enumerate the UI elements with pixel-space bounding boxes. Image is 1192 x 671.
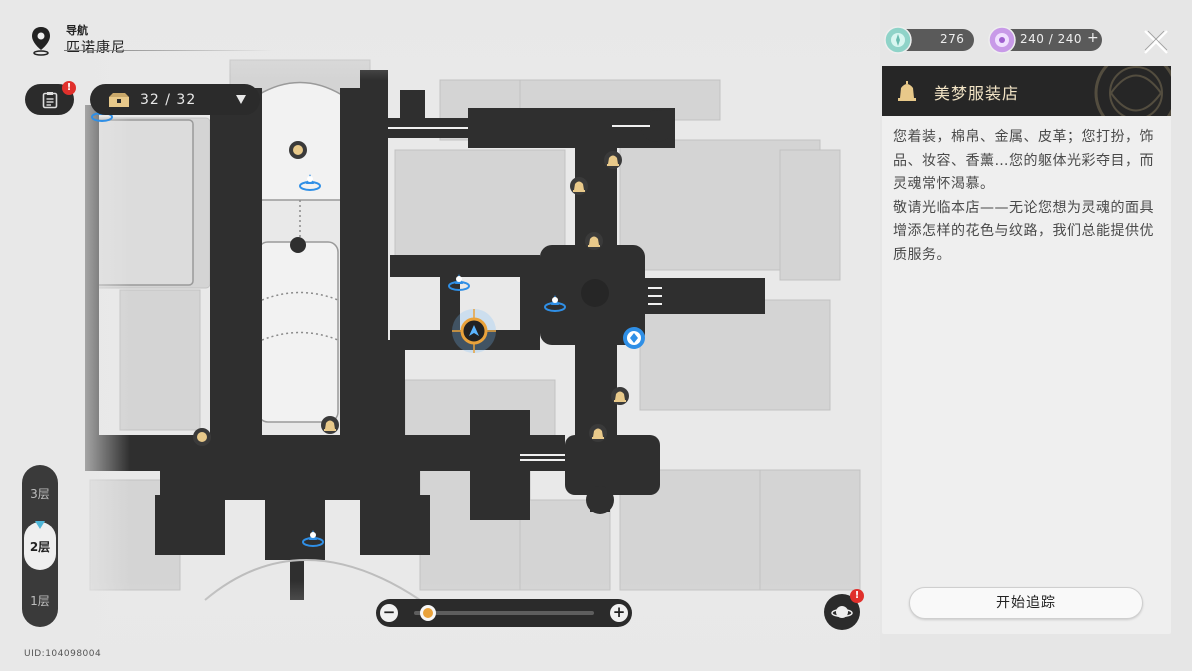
region-emblem-icon [1094,66,1171,116]
zoom-control: − + [376,599,632,627]
user-id: UID:104098004 [24,649,102,659]
panel-header: 美梦服装店 [882,66,1171,116]
clipboard-icon [42,91,57,108]
trailblaze-power-counter[interactable]: 240 / 240 + [988,26,1102,54]
treasure-counter[interactable]: 32 / 32 [90,84,260,115]
current-floor-arrow-icon [35,521,45,529]
interastral-map-button[interactable]: ! [824,589,864,630]
description-paragraph: 您着装，棉帛、金属、皮革；您打扮，饰品、妆容、香薰…您的躯体光彩夺目，而灵魂常怀… [893,129,1154,192]
start-tracking-button[interactable]: 开始追踪 [909,587,1143,619]
floor-1-button[interactable]: 1层 [30,594,50,608]
region-name: 匹诺康尼 [66,40,126,56]
zoom-in-button[interactable]: + [610,604,628,622]
trailblaze-power-icon [988,26,1016,54]
panel-description: 您着装，棉帛、金属、皮革；您打扮，饰品、妆容、香薰…您的躯体光彩夺目，而灵魂常怀… [893,126,1163,267]
treasure-count: 32 / 32 [140,91,197,108]
location-pin-icon [32,27,50,56]
floor-3-button[interactable]: 3层 [30,487,50,501]
stellar-jade-counter[interactable]: 276 [884,26,974,54]
navigation-title: 导航 [66,24,88,37]
zoom-out-button[interactable]: − [380,604,398,622]
close-icon[interactable] [1142,28,1170,56]
dropdown-arrow-icon [236,95,246,104]
panel-title: 美梦服装店 [934,84,1020,103]
zoom-slider-track[interactable] [414,611,594,615]
mission-log-button[interactable]: ! [25,81,76,115]
zoom-slider-knob[interactable] [420,605,437,621]
shop-bell-icon [898,81,916,101]
floor-selector: 3层 2层 1层 [22,465,58,627]
add-power-icon[interactable]: + [1087,30,1100,46]
nav-divider [64,50,274,51]
description-paragraph: 敬请光临本店——无论您想为灵魂的面具增添怎样的花色与纹路，我们总能提供优质服务。 [893,199,1154,263]
floor-2-button[interactable]: 2层 [29,540,51,554]
stellar-jade-icon [884,26,912,54]
floor-active-indicator [24,522,56,570]
location-detail-panel: 美梦服装店 您着装，棉帛、金属、皮革；您打扮，饰品、妆容、香薰…您的躯体光彩夺目… [882,66,1171,634]
trailblaze-power-value: 240 / 240 [1020,32,1082,46]
notification-badge: ! [62,81,76,95]
planet-icon [831,606,853,618]
treasure-chest-icon [109,92,129,107]
navigation-header: 导航 匹诺康尼 [30,24,126,58]
stellar-jade-value: 276 [940,32,965,46]
notification-badge: ! [850,589,864,603]
